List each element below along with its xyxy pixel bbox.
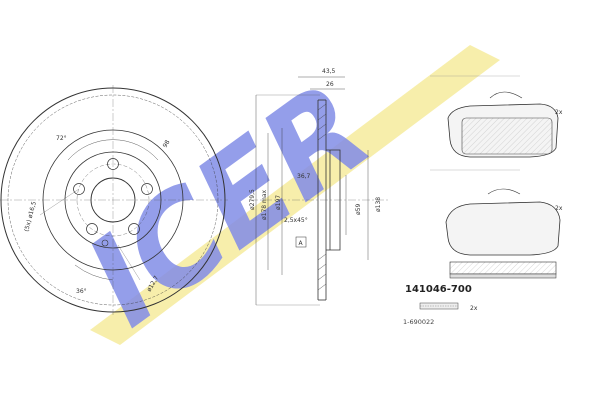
pad-top-qty: 2x <box>555 109 563 116</box>
outer-dia-label: ø279,5 <box>249 189 256 210</box>
detail-marker-box <box>295 236 307 248</box>
thickness-label: 36,7 <box>297 173 311 180</box>
brake-pad-bottom: 2x <box>430 169 563 279</box>
detail-marker: A <box>299 240 304 247</box>
bolt-hole-label: (5x) ø16,5 <box>23 201 38 233</box>
width-outer-label: 43,5 <box>322 68 336 75</box>
bolt-hole <box>86 223 98 235</box>
pad-bottom-wear-sensor <box>487 188 521 195</box>
logo-swoosh <box>90 45 500 345</box>
pad-side-profile <box>449 261 557 275</box>
angle-bottom-label: 36° <box>76 288 87 295</box>
part-number: 141046-700 <box>405 284 472 295</box>
disc-section-view: 43,5 26 ø279,5 ø178 max ø197 ø59 ø138 36… <box>249 68 390 306</box>
chamfer-label: 2,5x45° <box>284 217 308 224</box>
vent-hatching <box>317 103 327 291</box>
angle-top-label: 72° <box>56 135 67 142</box>
pad-top-friction <box>461 117 553 155</box>
pcd-label: 98 <box>162 139 172 149</box>
pad-top-wear-sensor <box>489 91 523 99</box>
accessory-ref: 1-690022 <box>403 318 434 326</box>
bolt-hole <box>141 183 153 195</box>
bolt-hole <box>73 183 85 195</box>
bore-dia-label: ø59 <box>355 204 362 215</box>
width-inner-label: 26 <box>326 81 334 88</box>
brake-pad-top: 2x <box>430 75 563 158</box>
min-dia-label: ø178 max <box>261 189 268 220</box>
pad-bottom-backplate <box>445 201 561 256</box>
hub-dia-label: ø197 <box>275 195 282 210</box>
kit-info: 141046-700 2x 1-690022 <box>403 284 478 326</box>
pad-side-backplate <box>449 273 557 279</box>
locating-hole <box>101 239 109 247</box>
pad-bottom-qty: 2x <box>555 205 563 212</box>
bolt-hole <box>128 223 140 235</box>
leader-line <box>117 244 141 281</box>
leader-line <box>39 188 80 216</box>
angle-arc-bottom <box>74 264 114 281</box>
accessory-qty: 2x <box>470 305 478 312</box>
angle-arc-top <box>67 139 159 161</box>
logo-text: ICER <box>62 56 396 355</box>
inner-dia-label: ø138 <box>375 197 382 212</box>
